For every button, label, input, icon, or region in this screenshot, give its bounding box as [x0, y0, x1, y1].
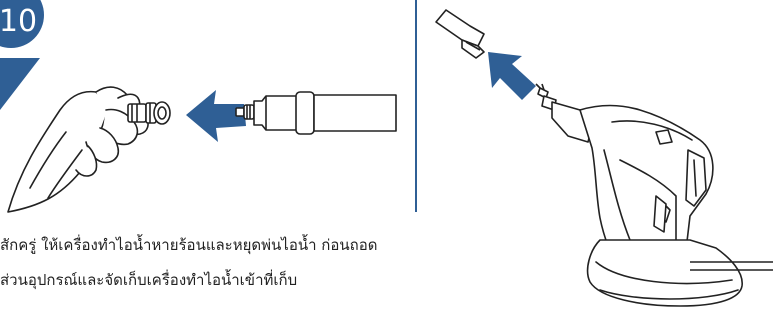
instruction-line-2: ส่วนอุปกรณ์และจัดเก็บเครื่องทำไอน้ำเข้าท… — [0, 271, 298, 289]
instruction-text: สักครู่ ให้เครื่องทำไอน้ำหายร้อนและหยุดพ… — [0, 228, 520, 298]
steamer-body — [537, 87, 743, 307]
step-number-badge: 10 — [0, 0, 44, 48]
nozzle-part — [127, 101, 171, 125]
step-number: 10 — [0, 3, 38, 39]
detached-nozzle-part — [435, 9, 485, 59]
hand-holding-nozzle-illustration — [7, 86, 149, 213]
instruction-line-1: สักครู่ ให้เครื่องทำไอน้ำหายร้อนและหยุดพ… — [0, 236, 378, 254]
tip-connector-details — [535, 83, 545, 91]
power-cord — [690, 261, 773, 271]
down-arrow-icon — [0, 58, 40, 110]
extension-tube-part — [235, 91, 397, 135]
illustration-divider — [415, 0, 417, 212]
left-arrow-icon — [186, 90, 246, 142]
up-left-arrow-icon — [488, 52, 536, 100]
